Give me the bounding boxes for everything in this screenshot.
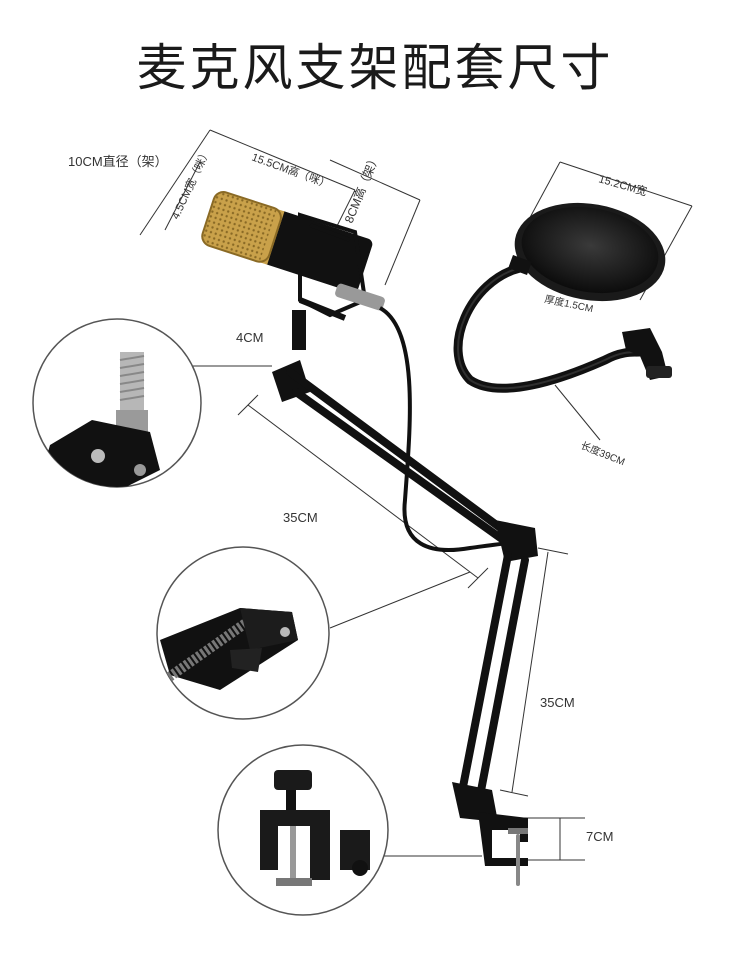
microphone (201, 191, 385, 350)
detail-circle-bolt (32, 318, 202, 488)
detail-circle-spring (156, 546, 330, 720)
label-upper-arm: 35CM (283, 510, 318, 525)
boom-arm (272, 360, 538, 886)
label-gooseneck-length: 长度39CM (579, 439, 627, 469)
label-mic-length: 15.5CM高（咪） (250, 150, 332, 191)
label-top-bolt: 4CM (236, 330, 263, 345)
pop-filter (453, 202, 672, 393)
mic-cable (378, 306, 536, 553)
detail-circle-clamp (217, 744, 389, 916)
label-filter-width: 15.2CM宽 (597, 171, 648, 198)
label-mount-height: 8CM高（架） (341, 152, 382, 226)
page-title: 麦克风支架配套尺寸 (136, 39, 614, 97)
label-lower-arm: 35CM (540, 695, 575, 710)
label-shock-mount-diameter: 10CM直径（架） (68, 154, 168, 169)
label-clamp: 7CM (586, 829, 613, 844)
